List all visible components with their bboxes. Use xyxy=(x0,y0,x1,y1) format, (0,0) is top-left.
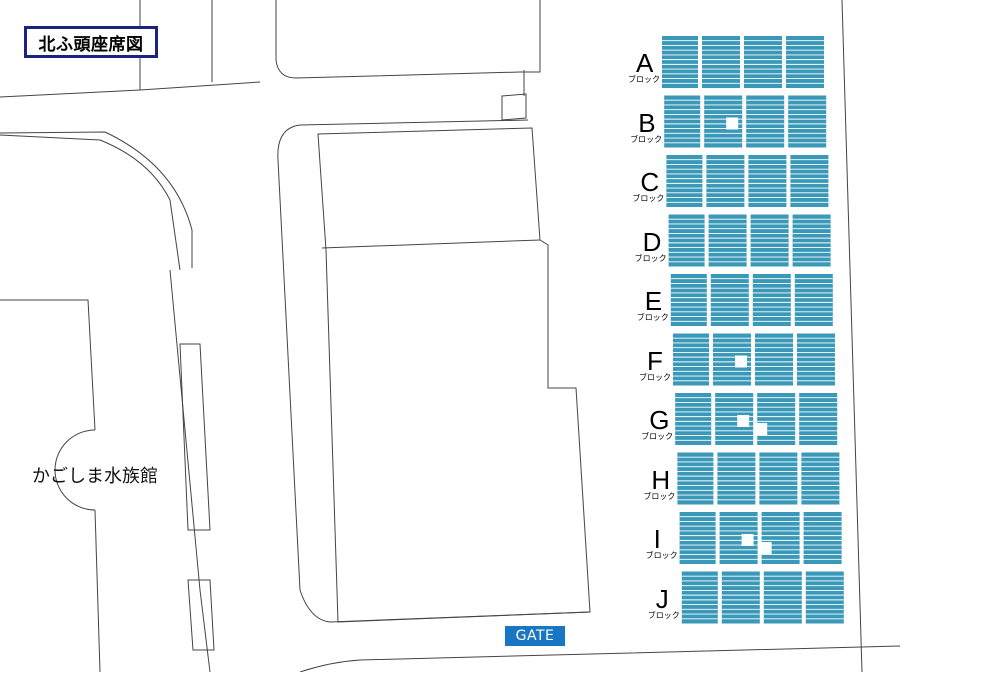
seat-section[interactable] xyxy=(706,155,745,207)
aquarium-label: かごしま水族館 xyxy=(32,466,158,487)
seat-section[interactable] xyxy=(668,214,705,267)
seat-section[interactable] xyxy=(792,214,831,267)
seat-block-a[interactable] xyxy=(662,36,824,88)
seat-block-g[interactable] xyxy=(675,393,838,445)
empty-area xyxy=(726,117,739,130)
empty-area xyxy=(759,542,772,554)
seat-section[interactable] xyxy=(666,155,703,207)
seat-section[interactable] xyxy=(681,571,718,624)
road-edge xyxy=(299,645,901,673)
road-edge xyxy=(299,119,529,126)
building-outline xyxy=(317,127,591,623)
seat-section[interactable] xyxy=(679,512,716,564)
seat-block-d[interactable] xyxy=(668,214,831,267)
seat-section[interactable] xyxy=(702,36,740,88)
block-letter-g: G xyxy=(649,405,670,435)
building-outline xyxy=(187,579,215,651)
block-letter-c: C xyxy=(640,167,660,197)
seat-section[interactable] xyxy=(790,155,829,207)
seat-section[interactable] xyxy=(803,512,842,564)
seat-section[interactable] xyxy=(797,333,835,386)
block-suffix: ブロック xyxy=(641,432,674,441)
seat-section[interactable] xyxy=(757,393,796,445)
building-outline xyxy=(94,509,101,673)
seat-block-c[interactable] xyxy=(666,155,829,207)
building-outline xyxy=(54,429,96,511)
block-suffix: ブロック xyxy=(645,551,678,560)
seat-section[interactable] xyxy=(662,36,698,88)
seat-section[interactable] xyxy=(664,95,701,148)
road-edge xyxy=(0,131,193,268)
building-outline xyxy=(275,0,541,79)
seat-section[interactable] xyxy=(677,452,714,505)
seat-section[interactable] xyxy=(786,36,824,88)
seat-section[interactable] xyxy=(755,333,793,386)
seat-section[interactable] xyxy=(794,274,833,326)
seat-block-b[interactable] xyxy=(664,95,827,148)
seat-section[interactable] xyxy=(801,452,840,505)
block-suffix: ブロック xyxy=(628,75,660,84)
seat-block-i[interactable] xyxy=(679,512,842,564)
seat-block-f[interactable] xyxy=(673,333,835,386)
seat-section[interactable] xyxy=(763,571,802,624)
block-letter-h: H xyxy=(651,464,671,495)
road-edge xyxy=(277,124,591,623)
block-suffix: ブロック xyxy=(643,491,676,501)
road-edge xyxy=(501,93,527,121)
block-letter-f: F xyxy=(647,345,663,376)
empty-area xyxy=(735,355,747,368)
seat-block-e[interactable] xyxy=(670,274,833,326)
seat-section[interactable] xyxy=(759,452,798,505)
road-edge xyxy=(841,0,863,673)
block-suffix: ブロック xyxy=(636,313,669,322)
seat-section[interactable] xyxy=(670,274,707,326)
seat-section[interactable] xyxy=(744,36,782,88)
empty-area xyxy=(755,423,768,435)
block-suffix: ブロック xyxy=(639,372,671,382)
block-letter-d: D xyxy=(642,226,662,257)
block-suffix: ブロック xyxy=(630,134,663,144)
block-suffix: ブロック xyxy=(632,194,665,203)
gate-label[interactable]: GATE xyxy=(505,626,565,646)
building-outline xyxy=(0,299,96,431)
seat-section[interactable] xyxy=(673,333,709,386)
seat-section[interactable] xyxy=(746,95,785,148)
block-suffix: ブロック xyxy=(647,610,680,620)
seat-block-h[interactable] xyxy=(677,452,840,505)
map-title: 北ふ頭座席図 xyxy=(24,26,158,58)
building-outline xyxy=(179,343,211,531)
seat-section[interactable] xyxy=(721,571,760,624)
block-suffix: ブロック xyxy=(634,253,667,263)
seat-section[interactable] xyxy=(708,214,747,267)
seat-section[interactable] xyxy=(675,393,712,445)
road-edge xyxy=(0,134,181,271)
seat-section[interactable] xyxy=(805,571,844,624)
seat-section[interactable] xyxy=(752,274,791,326)
block-letter-e: E xyxy=(644,286,663,316)
building-outline xyxy=(321,239,541,249)
block-letter-j: J xyxy=(655,583,669,614)
road-edge xyxy=(169,269,211,673)
seat-block-j[interactable] xyxy=(681,571,844,624)
seat-section[interactable] xyxy=(710,274,749,326)
road-edge xyxy=(0,81,261,98)
seat-layer xyxy=(662,36,844,624)
seat-section[interactable] xyxy=(761,512,800,564)
empty-area xyxy=(741,534,754,546)
seat-section[interactable] xyxy=(750,214,789,267)
empty-area xyxy=(737,415,750,427)
seat-section[interactable] xyxy=(717,452,756,505)
seat-section[interactable] xyxy=(788,95,827,148)
seat-section[interactable] xyxy=(748,155,787,207)
block-letter-i: I xyxy=(653,524,661,554)
block-letter-a: A xyxy=(636,48,654,78)
seat-section[interactable] xyxy=(799,393,838,445)
block-letter-b: B xyxy=(638,107,656,138)
